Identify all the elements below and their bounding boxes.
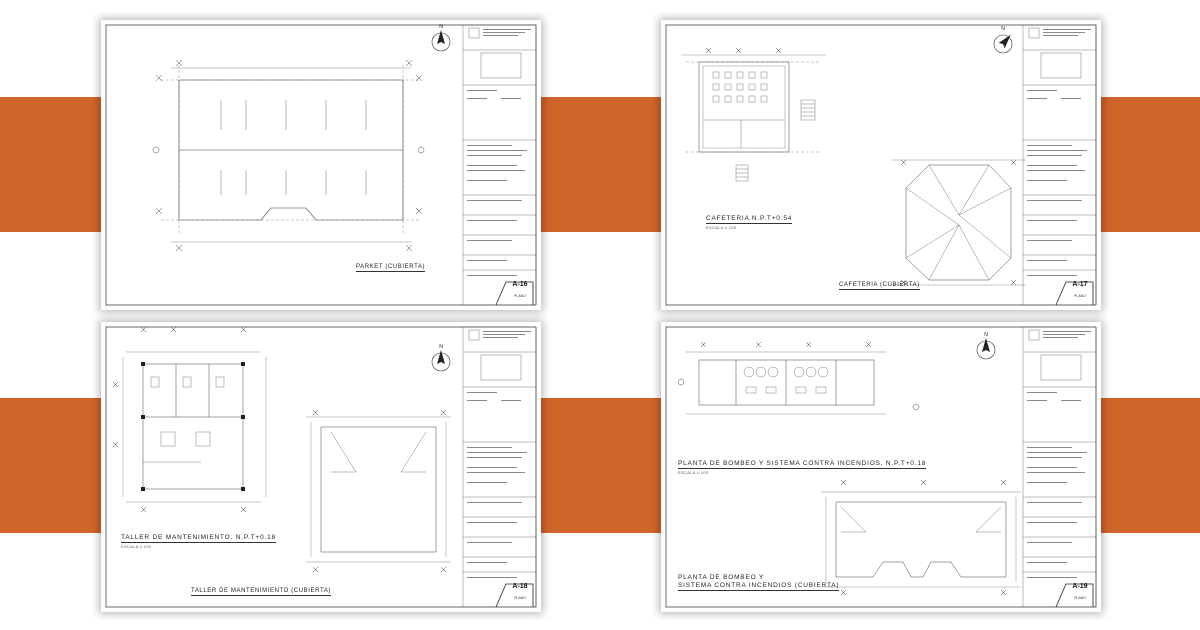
svg-text:N: N	[984, 332, 988, 338]
svg-text:N: N	[1001, 26, 1005, 32]
north-arrow-icon: N	[993, 26, 1013, 54]
sheet-number: A-17	[1072, 281, 1088, 288]
drawing-planta-bombeo: N	[665, 326, 1097, 608]
sheet-subtitle-line2: SISTEMA CONTRA INCENDIOS (CUBIERTA)	[678, 582, 840, 591]
svg-text:N: N	[439, 344, 443, 350]
north-arrow-icon: N	[431, 24, 451, 52]
sheet-number: A-18	[512, 583, 528, 590]
sheet-scale: ESCALA 1:100	[121, 544, 152, 549]
plan-sheet-a17[interactable]: N	[661, 20, 1101, 310]
sheet-title: PLANTA DE BOMBEO Y SISTEMA CONTRA INCEND…	[678, 460, 927, 469]
drawing-taller: N	[105, 326, 537, 608]
sheet-subtitle: TALLER DE MANTENIMIENTO (CUBIERTA)	[191, 588, 331, 596]
drawing-cafeteria: N	[665, 24, 1097, 306]
sheet-title: PARKET (CUBIERTA)	[356, 264, 426, 272]
sheet-subtitle-line1: PLANTA DE BOMBEO Y	[678, 574, 765, 581]
sheet-lamina: PLANO	[1074, 596, 1086, 600]
sheet-lamina: PLANO	[514, 294, 526, 298]
plan-sheet-a16[interactable]: N	[101, 20, 541, 310]
sheet-subtitle: CAFETERIA (CUBIERTA)	[839, 282, 920, 290]
sheet-scale: ESCALA 1:100	[678, 470, 709, 475]
plan-sheet-a19[interactable]: N	[661, 322, 1101, 612]
drawing-parket-roof: N	[105, 24, 537, 306]
north-arrow-icon: N	[431, 344, 451, 372]
sheet-lamina: PLANO	[514, 596, 526, 600]
svg-text:N: N	[439, 24, 443, 30]
north-arrow-icon: N	[976, 332, 996, 360]
sheet-title: TALLER DE MANTENIMIENTO, N.P.T+0.18	[121, 534, 276, 543]
sheet-scale: ESCALA 1:100	[706, 225, 737, 230]
sheet-title: CAFETERIA N.P.T+0.54	[706, 215, 793, 224]
plan-sheet-a18[interactable]: N	[101, 322, 541, 612]
sheet-number: A-19	[1072, 583, 1088, 590]
sheet-lamina: PLANO	[1074, 294, 1086, 298]
sheet-number: A-16	[512, 281, 528, 288]
